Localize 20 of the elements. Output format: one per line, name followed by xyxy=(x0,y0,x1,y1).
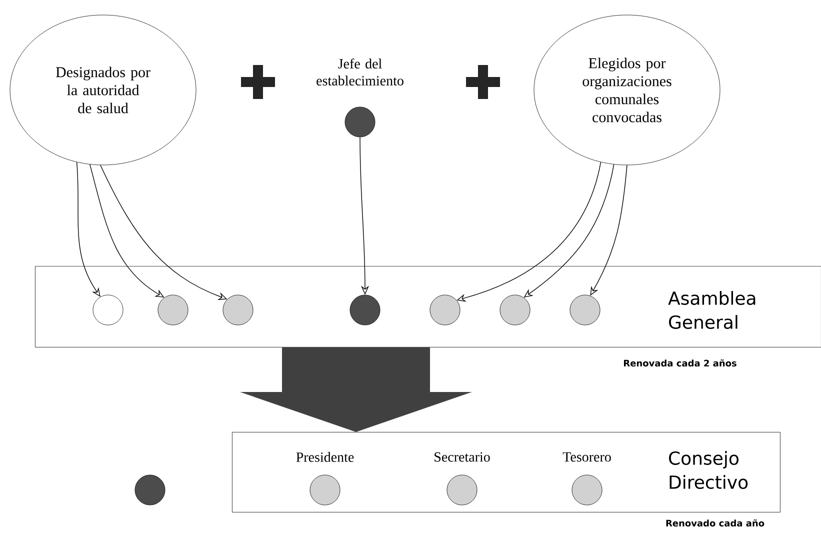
circle xyxy=(222,294,254,326)
circle xyxy=(344,106,376,138)
circle xyxy=(310,474,340,506)
block-arrow xyxy=(240,347,472,432)
circle xyxy=(158,294,188,326)
circle xyxy=(500,294,530,326)
node-label: Tesorero xyxy=(562,452,611,462)
circle xyxy=(92,294,124,326)
node-label: Renovada cada 2 años xyxy=(624,359,736,367)
node-label: Jefe del establecimiento xyxy=(316,58,404,86)
circle xyxy=(572,474,602,506)
circle xyxy=(430,294,460,326)
node-label: Presidente xyxy=(296,452,354,462)
circle xyxy=(134,474,166,506)
node-label: Renovado cada año xyxy=(666,519,764,527)
circle xyxy=(350,294,380,326)
group-box: Asamblea General xyxy=(35,266,821,348)
circle xyxy=(446,474,478,506)
node-label: Secretario xyxy=(434,452,490,462)
circle xyxy=(570,294,600,326)
